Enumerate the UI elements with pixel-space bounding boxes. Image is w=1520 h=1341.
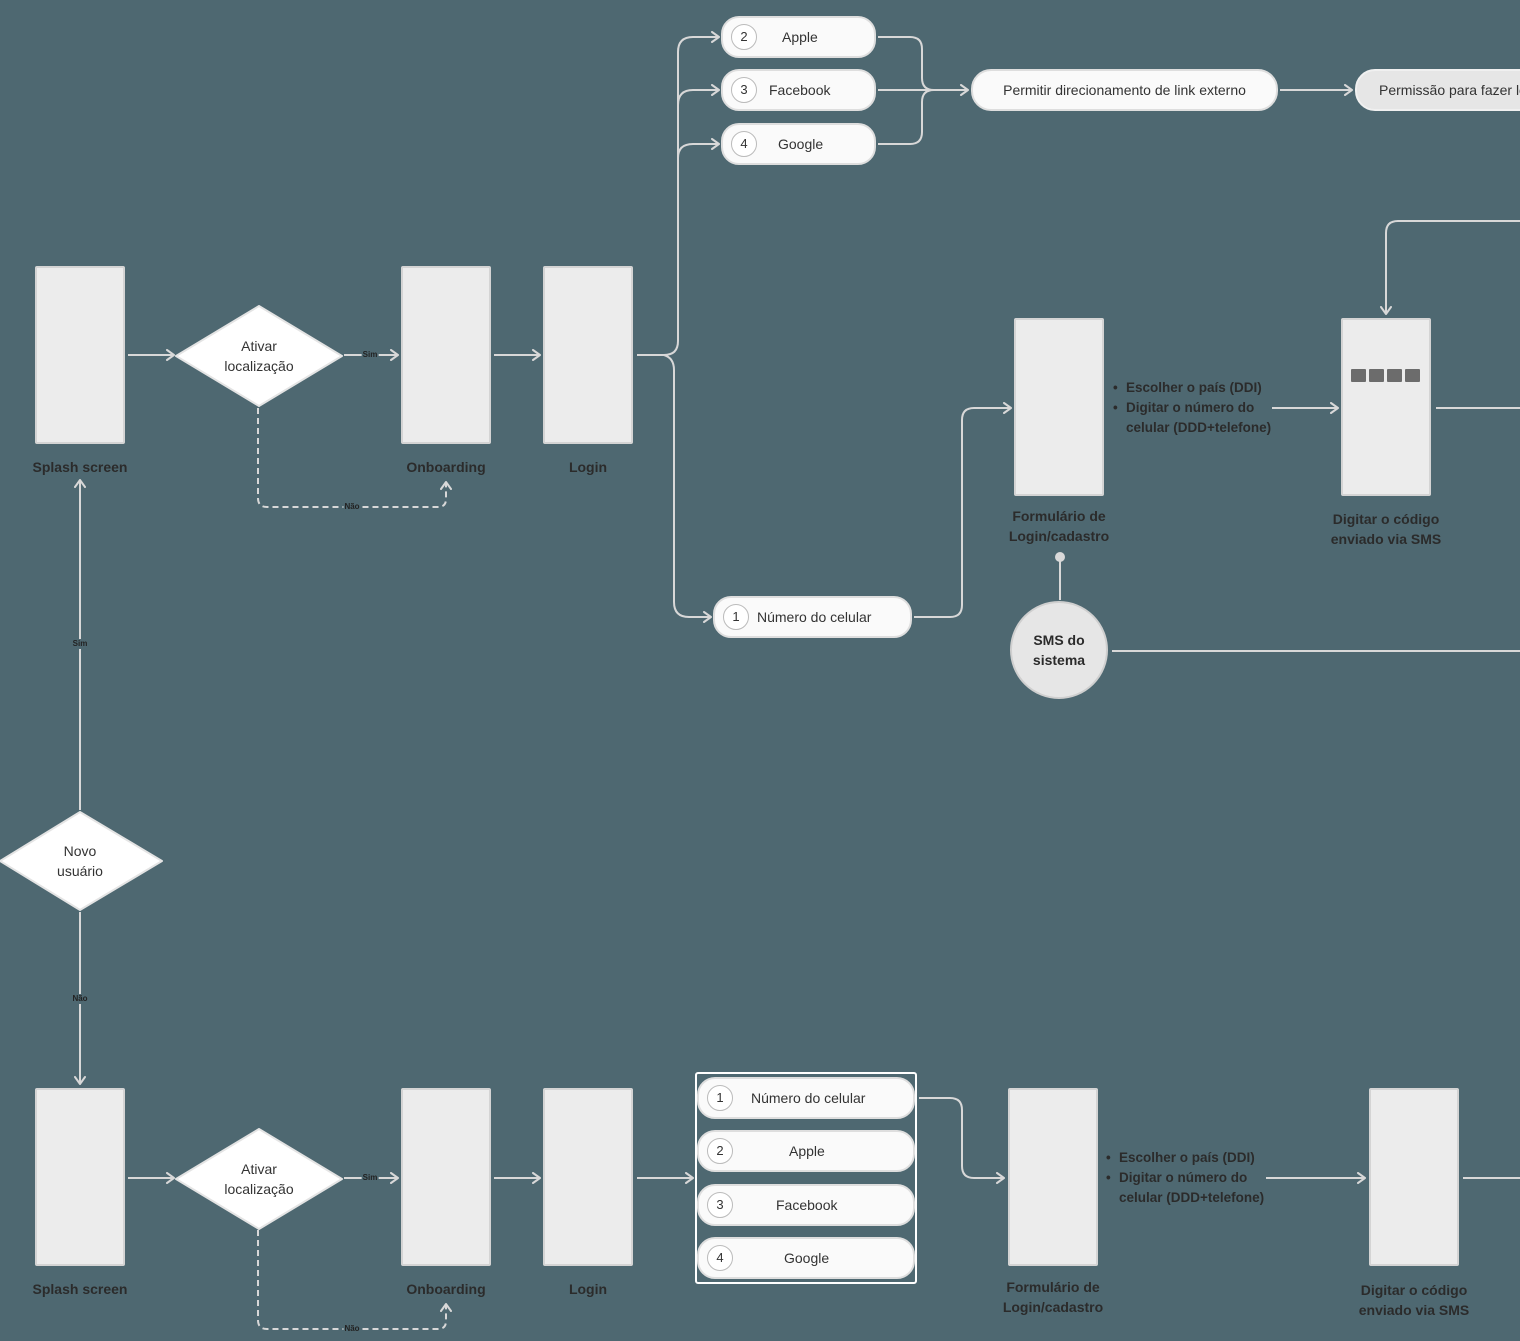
option-number: 1	[707, 1085, 733, 1111]
code-box	[1369, 369, 1384, 382]
option-facebook[interactable]: 3 Facebook	[721, 69, 876, 111]
b-option-google[interactable]: 4 Google	[697, 1237, 915, 1279]
option-number: 4	[707, 1245, 733, 1271]
b-form-instructions: •Escolher o país (DDI) •Digitar o número…	[1106, 1148, 1264, 1208]
option-label: Apple	[782, 29, 818, 45]
edge-phone-to-form	[914, 402, 1012, 618]
code-box	[1405, 369, 1420, 382]
b-decision-location[interactable]: Ativar localização	[174, 1127, 344, 1231]
b-label-yes: Sim	[361, 1173, 379, 1183]
option-number: 2	[731, 24, 757, 50]
code-box	[1387, 369, 1402, 382]
b-label-no: Não	[343, 1324, 361, 1334]
option-label: Número do celular	[751, 1090, 866, 1106]
b-option-phone[interactable]: 1 Número do celular	[697, 1077, 915, 1119]
decision-location[interactable]: Ativar localização	[174, 304, 344, 408]
login-permission[interactable]: Permissão para fazer lo	[1355, 69, 1520, 111]
option-apple[interactable]: 2 Apple	[721, 16, 876, 58]
instruction-item: •Digitar o número do celular (DDD+telefo…	[1113, 400, 1272, 435]
edge-login-phone	[663, 354, 712, 623]
b-sms-code-label: Digitar o código enviado via SMS	[1358, 1282, 1470, 1318]
option-label: Facebook	[769, 82, 831, 98]
edge-login-google	[677, 138, 720, 159]
diamond-shape	[175, 305, 343, 407]
diamond-shape	[175, 1128, 343, 1230]
decision-location-label: Ativar localização	[224, 338, 294, 374]
splash-screen-node[interactable]	[35, 266, 125, 444]
sms-code-node[interactable]	[1341, 318, 1431, 496]
edge-login-branch	[637, 31, 720, 356]
sms-system-label: SMS do sistema	[1032, 632, 1086, 668]
edge-login-facebook	[677, 84, 720, 106]
b-login-form-label: Formulário de Login/cadastro	[1002, 1279, 1104, 1315]
splash-screen-label: Splash screen	[32, 459, 128, 475]
bullet-dot: •	[1113, 400, 1118, 415]
login-label: Login	[568, 459, 608, 475]
onboarding-label: Onboarding	[406, 459, 486, 475]
option-number: 4	[731, 131, 757, 157]
option-label: Google	[784, 1250, 830, 1266]
b-splash-screen-label: Splash screen	[32, 1281, 128, 1297]
b-splash-screen-node[interactable]	[35, 1088, 125, 1266]
option-number: 1	[723, 604, 749, 630]
b-onboarding-label: Onboarding	[406, 1281, 486, 1297]
login-form-label: Formulário de Login/cadastro	[1008, 508, 1110, 544]
bullet-dot: •	[1106, 1170, 1111, 1185]
login-form-node[interactable]	[1014, 318, 1104, 496]
login-permission-label: Permissão para fazer lo	[1379, 82, 1520, 98]
b-option-apple[interactable]: 2 Apple	[697, 1130, 915, 1172]
b-sms-code-node[interactable]	[1369, 1088, 1459, 1266]
bullet-dot: •	[1106, 1150, 1111, 1165]
label-yes: Sim	[361, 350, 379, 360]
onboarding-node[interactable]	[401, 266, 491, 444]
decision-new-user[interactable]: Novo usuário	[0, 810, 164, 912]
login-node[interactable]	[543, 266, 633, 444]
label-no: Não	[343, 502, 361, 512]
option-phone[interactable]: 1 Número do celular	[713, 596, 912, 638]
bullet-dot: •	[1113, 380, 1118, 395]
b-login-label: Login	[568, 1281, 608, 1297]
option-google[interactable]: 4 Google	[721, 123, 876, 165]
code-box	[1351, 369, 1366, 382]
edge-b-phone-to-form	[919, 1097, 1005, 1184]
b-decision-location-label: Ativar localização	[224, 1161, 294, 1197]
instruction-item: •Digitar o número do celular (DDD+telefo…	[1106, 1170, 1265, 1205]
label-new-user-yes: Sim	[71, 639, 89, 649]
b-onboarding-node[interactable]	[401, 1088, 491, 1266]
sms-system-node[interactable]: SMS do sistema	[1010, 601, 1108, 699]
option-label: Google	[778, 136, 824, 152]
edge-return-to-code	[1380, 220, 1520, 315]
connector-dot	[1055, 552, 1065, 562]
label-new-user-no: Não	[71, 994, 89, 1004]
edge-apple-merge	[878, 36, 935, 91]
b-login-form-node[interactable]	[1008, 1088, 1098, 1266]
external-link-label: Permitir direcionamento de link externo	[1003, 82, 1246, 98]
option-label: Apple	[789, 1143, 825, 1159]
b-option-facebook[interactable]: 3 Facebook	[697, 1184, 915, 1226]
instruction-item: •Escolher o país (DDI)	[1106, 1148, 1264, 1168]
option-number: 2	[707, 1138, 733, 1164]
edge-google-merge	[878, 89, 935, 145]
option-number: 3	[707, 1192, 733, 1218]
b-login-node[interactable]	[543, 1088, 633, 1266]
instruction-item: •Escolher o país (DDI)	[1113, 378, 1271, 398]
external-link-permission[interactable]: Permitir direcionamento de link externo	[971, 69, 1278, 111]
option-label: Facebook	[776, 1197, 838, 1213]
code-input-boxes	[1351, 369, 1420, 382]
option-number: 3	[731, 77, 757, 103]
decision-new-user-label: Novo usuário	[57, 843, 103, 879]
form-instructions: •Escolher o país (DDI) •Digitar o número…	[1113, 378, 1271, 438]
sms-code-label: Digitar o código enviado via SMS	[1330, 511, 1442, 547]
diamond-shape	[0, 811, 163, 911]
option-label: Número do celular	[757, 609, 872, 625]
